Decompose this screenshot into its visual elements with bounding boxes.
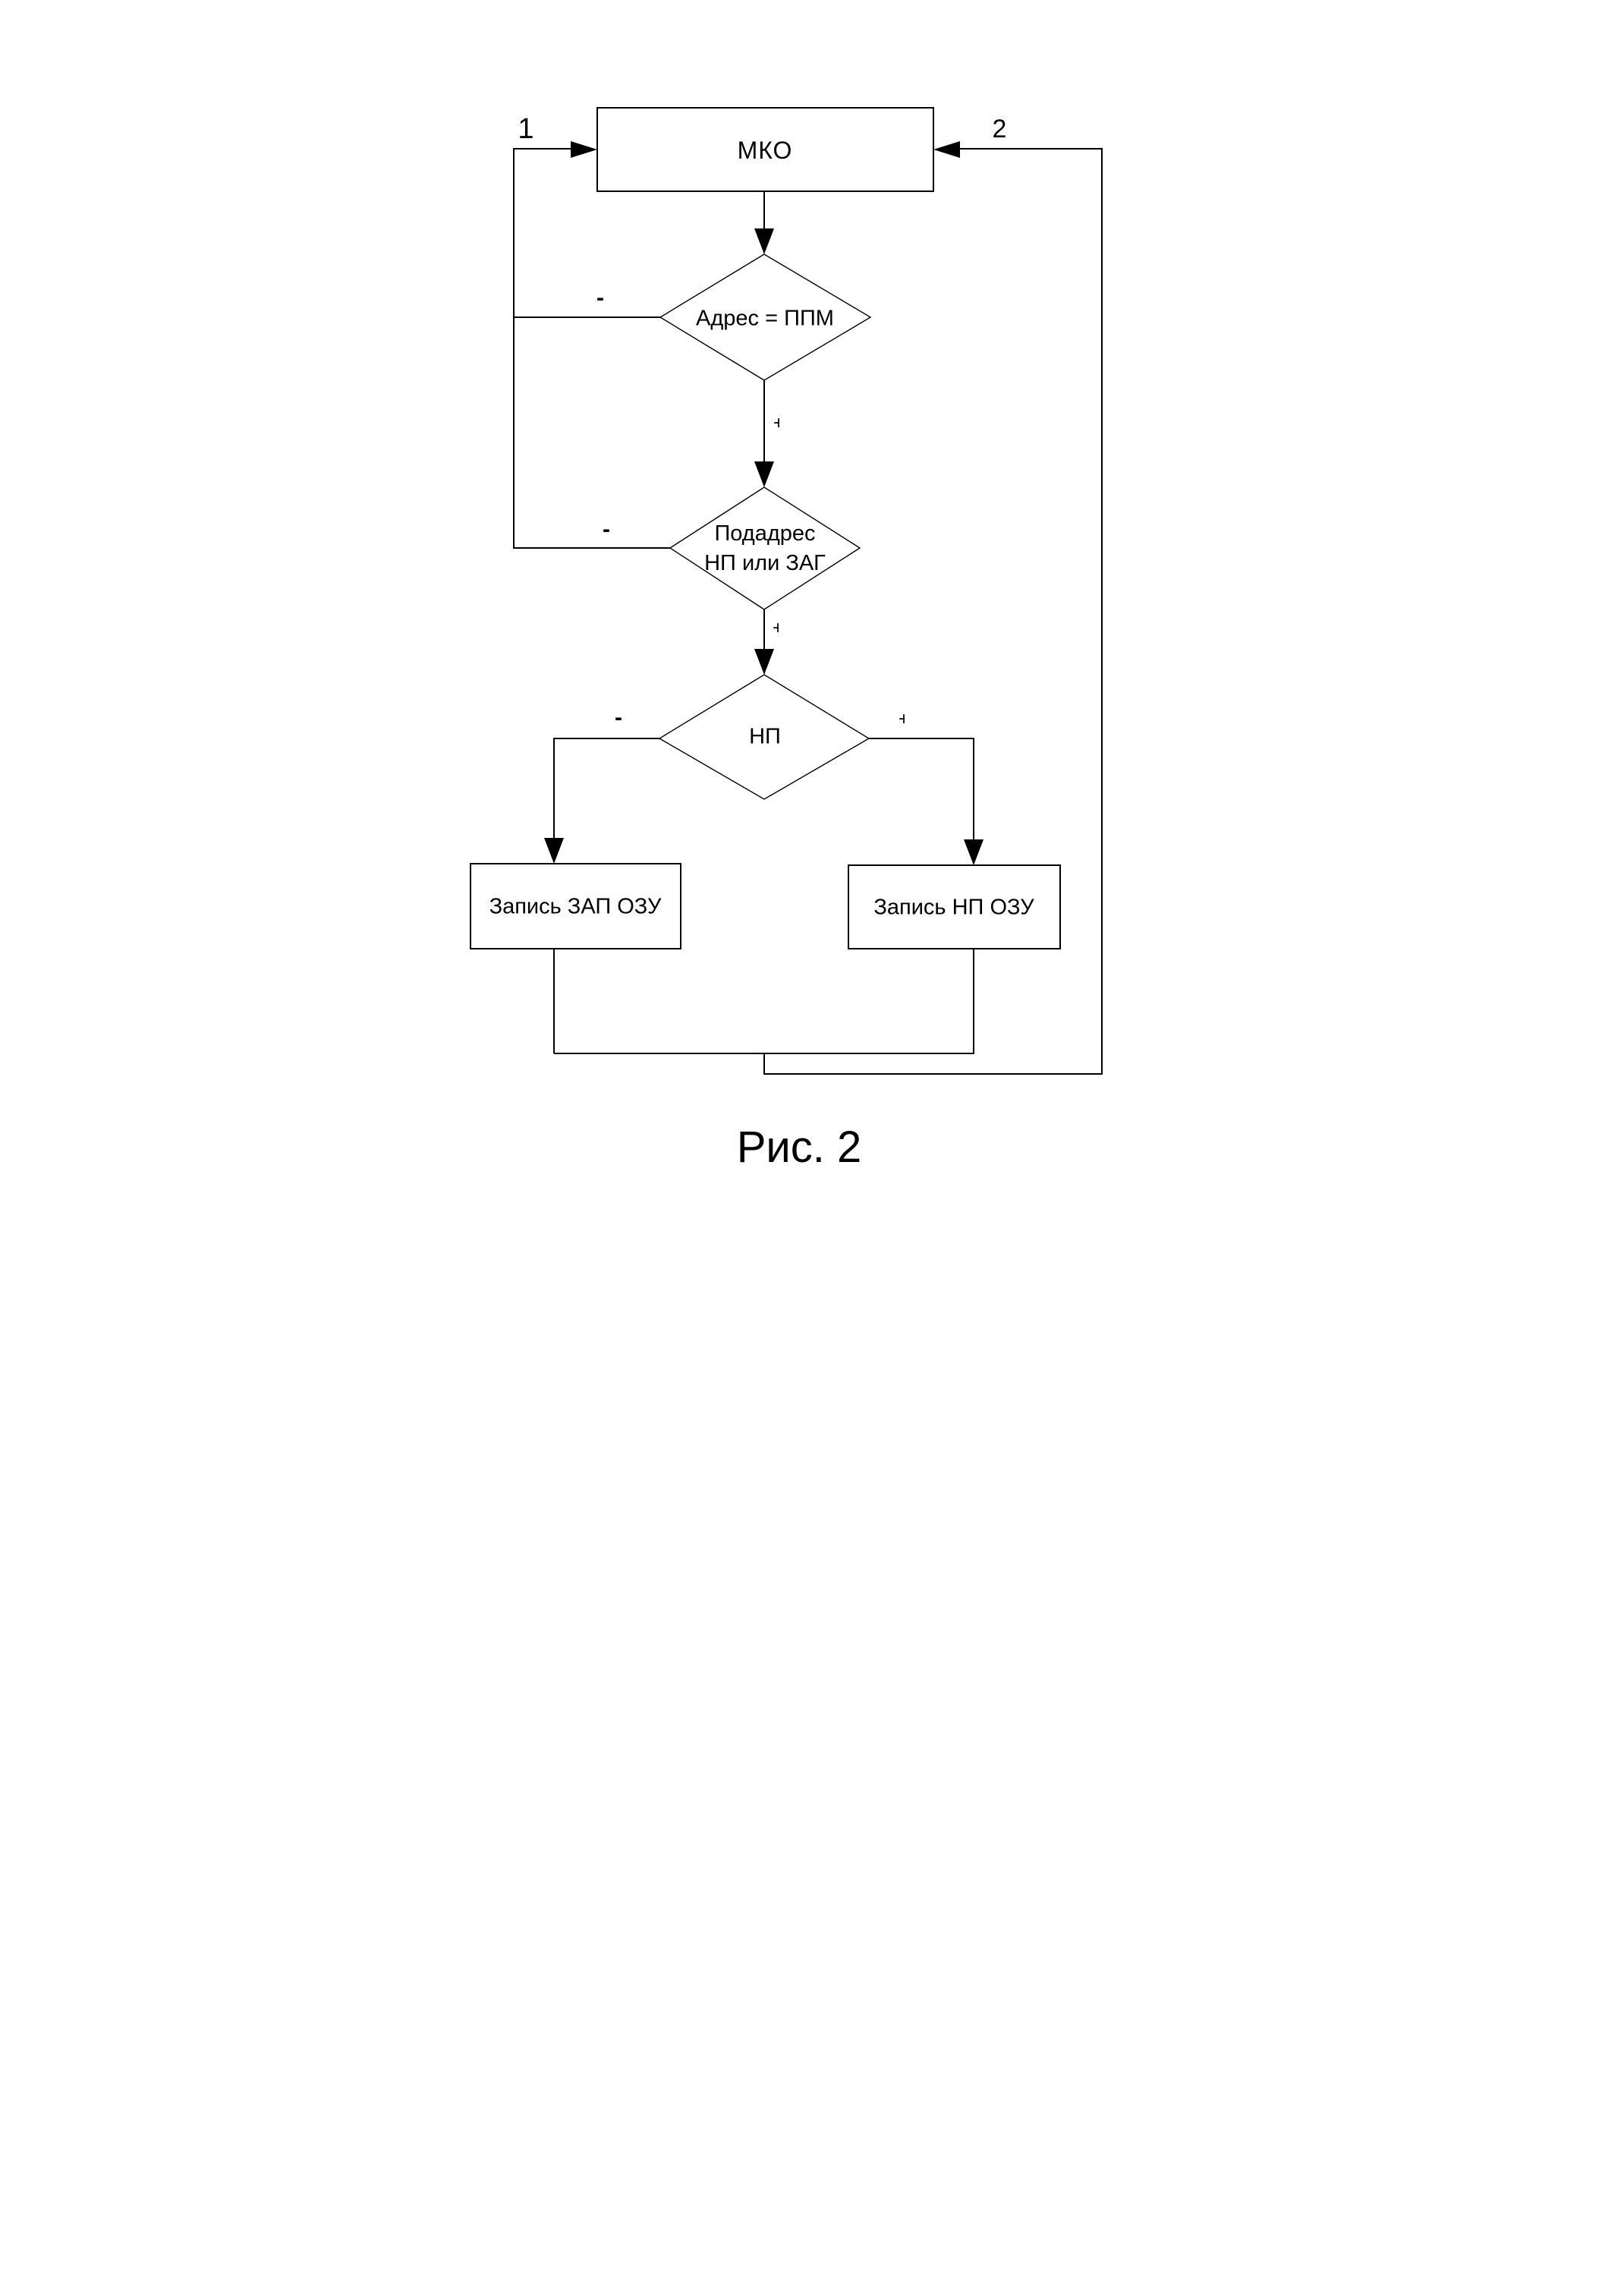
decision-address-label: Адрес = ППМ <box>696 306 834 331</box>
decision1-plus-label: + <box>773 413 779 433</box>
decision3-minus-label: - <box>615 705 622 730</box>
write-zap-ozu-label: Запись ЗАП ОЗУ <box>489 894 662 919</box>
branch-entry-2-label: 2 <box>992 115 1007 143</box>
decision2-plus-wrap: + <box>773 618 782 653</box>
arrowhead-into-mko-right-icon <box>933 141 960 158</box>
write-np-ozu-label: Запись НП ОЗУ <box>873 895 1034 920</box>
decision3-plus-branch-line <box>869 738 974 861</box>
right-loop-line <box>763 148 1103 1075</box>
decision3-minus-branch-line <box>553 738 659 860</box>
arrowhead-into-decision1-icon <box>754 228 774 254</box>
arrowhead-into-decision2-icon <box>754 461 774 487</box>
decision-subaddress-label: Подадрес НП или ЗАГ <box>704 519 826 578</box>
decision2-minus-label: - <box>603 517 610 542</box>
branch-entry-1-label: 1 <box>518 113 534 145</box>
decision3-plus-wrap: + <box>899 709 908 745</box>
arrowhead-into-right-box-icon <box>964 839 984 865</box>
figure-caption: Рис. 2 <box>736 1123 862 1172</box>
mko-box-label: МКО <box>737 137 793 164</box>
decision1-minus-label: - <box>596 285 604 310</box>
arrowhead-into-decision3-icon <box>754 649 774 675</box>
mko-box-shape <box>596 107 934 192</box>
decision2-plus-label: + <box>773 618 779 638</box>
decision-address-shape <box>659 253 872 381</box>
flowchart-drawing <box>470 107 1103 1075</box>
left-loop-line <box>513 148 670 549</box>
decision1-plus-wrap: + <box>773 413 782 449</box>
decision-subaddress-shape <box>669 486 861 610</box>
decision-subaddress-line2: НП или ЗАГ <box>704 551 826 575</box>
decision-np-label: НП <box>749 724 781 749</box>
arrowhead-into-left-box-icon <box>544 838 564 864</box>
write-np-ozu-box-shape <box>848 864 1061 949</box>
decision-np-shape <box>658 674 870 800</box>
write-zap-ozu-box-shape <box>470 863 681 949</box>
decision-subaddress-line1: Подадрес <box>714 521 816 546</box>
arrowhead-into-mko-left-icon <box>571 141 597 158</box>
decision3-plus-label: + <box>899 709 905 729</box>
